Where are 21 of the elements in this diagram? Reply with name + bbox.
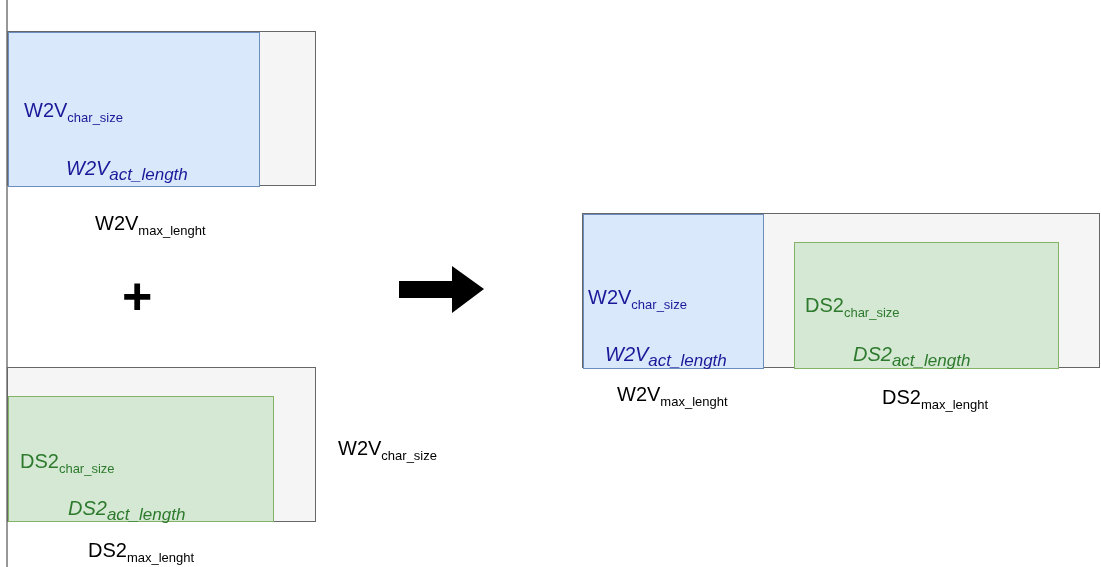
length-label: DS2$_{act_length}$	[853, 342, 971, 372]
size-label: W2V$_{char_size}$	[24, 98, 123, 126]
dimension-label: DS2$_{max_lenght}$	[882, 385, 989, 413]
dimension-label: W2V$_{max_lenght}$	[95, 211, 206, 239]
dimension-label: W2V$_{char_size}$	[338, 436, 437, 464]
length-label: DS2$_{act_length}$	[68, 496, 186, 526]
plus-sign: +	[122, 270, 153, 322]
filled-box	[794, 242, 1059, 369]
filled-box	[8, 396, 274, 522]
container-box	[7, 31, 316, 186]
dimension-label: W2V$_{max_lenght}$	[617, 382, 728, 410]
size-label: DS2$_{char_size}$	[20, 449, 115, 477]
container-box	[7, 367, 316, 522]
size-label: W2V$_{char_size}$	[588, 285, 687, 313]
length-label: W2V$_{act_length}$	[605, 342, 727, 372]
filled-box	[583, 214, 764, 369]
filled-box	[8, 32, 260, 187]
length-label: W2V$_{act_length}$	[66, 156, 188, 186]
size-label: DS2$_{char_size}$	[805, 293, 900, 321]
dimension-label: DS2$_{max_lenght}$	[88, 538, 195, 566]
container-box	[582, 213, 1100, 368]
